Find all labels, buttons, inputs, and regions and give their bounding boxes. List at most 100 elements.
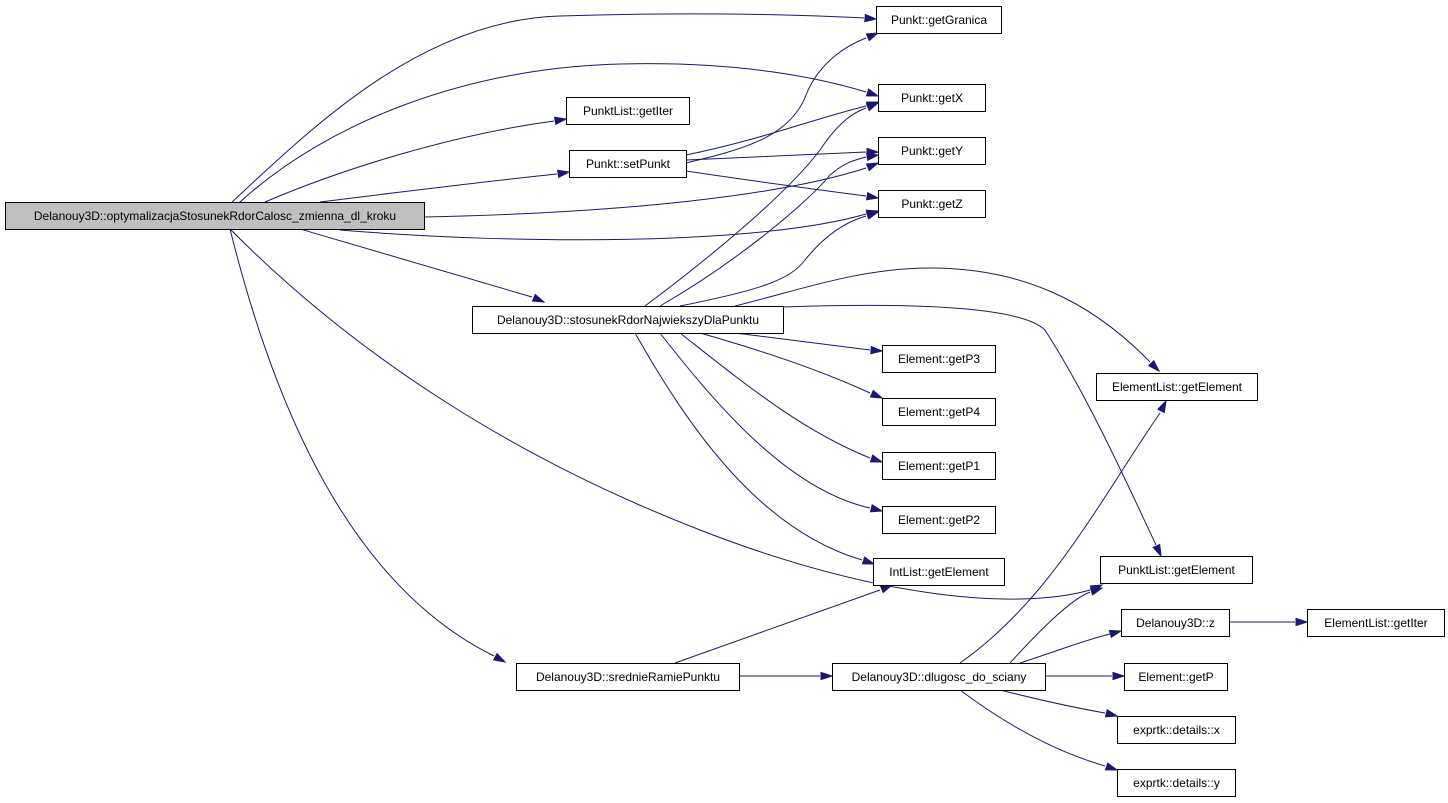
node-getp3[interactable]: Element::getP3 [882,345,996,373]
edge-line [734,267,1151,363]
node-box [1307,609,1445,637]
node-box [1124,663,1228,691]
edge-root-to-getX [239,63,880,203]
edge-dlugosc-to-ex_y [959,689,1119,771]
node-getgranica[interactable]: Punkt::getGranica [876,6,1002,34]
edge-line [959,412,1161,664]
arrowhead [556,169,571,179]
node-label: Delanouy3D::optymalizacjaStosunekRdorCal… [34,209,396,223]
edge-dlugosc-to-getP [1044,671,1126,681]
node-box [516,663,740,691]
node-box [878,137,986,165]
node-label: Punkt::getX [901,91,963,105]
edge-stosunek-to-getX [644,102,880,307]
edge-setPunkt-to-getX [685,101,880,156]
edge-root-to-srednie [229,228,507,663]
edge-line [339,213,867,241]
node-label: ElementList::getIter [1324,616,1427,630]
node-getz[interactable]: Punkt::getZ [878,190,986,218]
node-label: Delanouy3D::stosunekRdorNajwiekszyDlaPun… [497,313,759,327]
node-ex-x[interactable]: exprtk::details::x [1117,716,1236,744]
node-setpunkt[interactable]: Punkt::setPunkt [569,150,687,178]
edge-line [734,332,871,351]
edge-line [674,589,881,664]
arrowhead [1112,671,1126,681]
node-getp4[interactable]: Element::getP4 [882,398,996,426]
edge-line [264,120,555,203]
edge-stosunek-to-getP3 [734,332,884,355]
node-pl-getiter[interactable]: PunktList::getIter [566,97,690,125]
node-pl-getelement[interactable]: PunktList::getElement [1100,556,1253,584]
node-label: exprtk::details::y [1133,776,1220,790]
edge-root-to-pl_getIter [264,116,568,203]
edge-root-to-setPunkt [319,169,571,203]
edge-dlugosc-to-el_getElement [959,399,1167,664]
node-getp[interactable]: Element::getP [1124,663,1228,691]
arrowhead [861,556,876,565]
node-box [882,506,996,534]
arrowhead [492,652,507,663]
node-box [878,84,986,112]
node-box [882,345,996,373]
edge-stosunek-to-getP1 [679,332,884,463]
arrowhead [1157,399,1167,414]
node-srednie[interactable]: Delanouy3D::srednieRamiePunktu [516,663,740,691]
edge-line [299,228,533,298]
node-label: PunktList::getIter [583,104,673,118]
node-box [878,190,986,218]
arrowhead [869,389,884,399]
arrowhead [865,32,880,42]
node-el-getiter[interactable]: ElementList::getIter [1307,609,1445,637]
node-il-getelement[interactable]: IntList::getElement [873,558,1005,586]
node-label: Element::getP2 [898,513,980,527]
arrowhead [1089,587,1104,596]
edge-line [1019,633,1111,664]
arrowhead [1104,709,1119,718]
node-getp1[interactable]: Element::getP1 [882,452,996,480]
node-getp2[interactable]: Element::getP2 [882,506,996,534]
node-ex-y[interactable]: exprtk::details::y [1117,769,1236,797]
arrowhead [870,345,884,355]
node-box [472,306,784,334]
node-label: ElementList::getElement [1112,380,1243,394]
node-label: Delanouy3D::srednieRamiePunktu [536,670,720,684]
edge-stosunek-to-il_getElement [634,332,876,565]
node-box [882,452,996,480]
edge-line [782,304,1157,546]
edge-line [229,228,1091,600]
arrowhead [864,13,878,23]
node-dlugosc[interactable]: Delanouy3D::dlugosc_do_sciany [832,663,1046,691]
node-box [1117,716,1236,744]
edge-stosunek-to-getP4 [699,332,884,399]
edge-line [679,215,867,307]
arrowhead [820,671,834,681]
node-box [882,398,996,426]
edge-line [239,63,867,203]
node-gety[interactable]: Punkt::getY [878,137,986,165]
edge-line [685,170,867,197]
edge-setPunkt-to-getY [685,147,880,161]
edges [229,13,1309,771]
node-root[interactable]: Delanouy3D::optymalizacjaStosunekRdorCal… [5,202,425,230]
node-stosunek[interactable]: Delanouy3D::stosunekRdorNajwiekszyDlaPun… [472,306,784,334]
edge-root-to-stosunek [299,228,546,303]
edge-stosunek-to-pl_getElement [782,304,1162,558]
edge-line [634,332,863,561]
arrowhead [869,454,884,463]
edge-line [959,689,1106,767]
node-label: Element::getP [1138,670,1213,684]
node-label: Delanouy3D::dlugosc_do_sciany [852,670,1027,684]
node-label: Punkt::getY [901,144,963,158]
nodes: Delanouy3D::optymalizacjaStosunekRdorCal… [5,6,1445,797]
node-el-getelement[interactable]: ElementList::getElement [1096,373,1258,401]
node-getx[interactable]: Punkt::getX [878,84,986,112]
arrowhead [869,504,884,513]
edge-line [685,37,867,164]
arrowhead [1152,543,1162,558]
arrowhead [865,191,880,201]
edge-stosunek-to-getP2 [659,332,884,513]
edge-line [679,332,871,459]
node-d3-z[interactable]: Delanouy3D::z [1121,609,1230,637]
node-box [5,202,425,230]
